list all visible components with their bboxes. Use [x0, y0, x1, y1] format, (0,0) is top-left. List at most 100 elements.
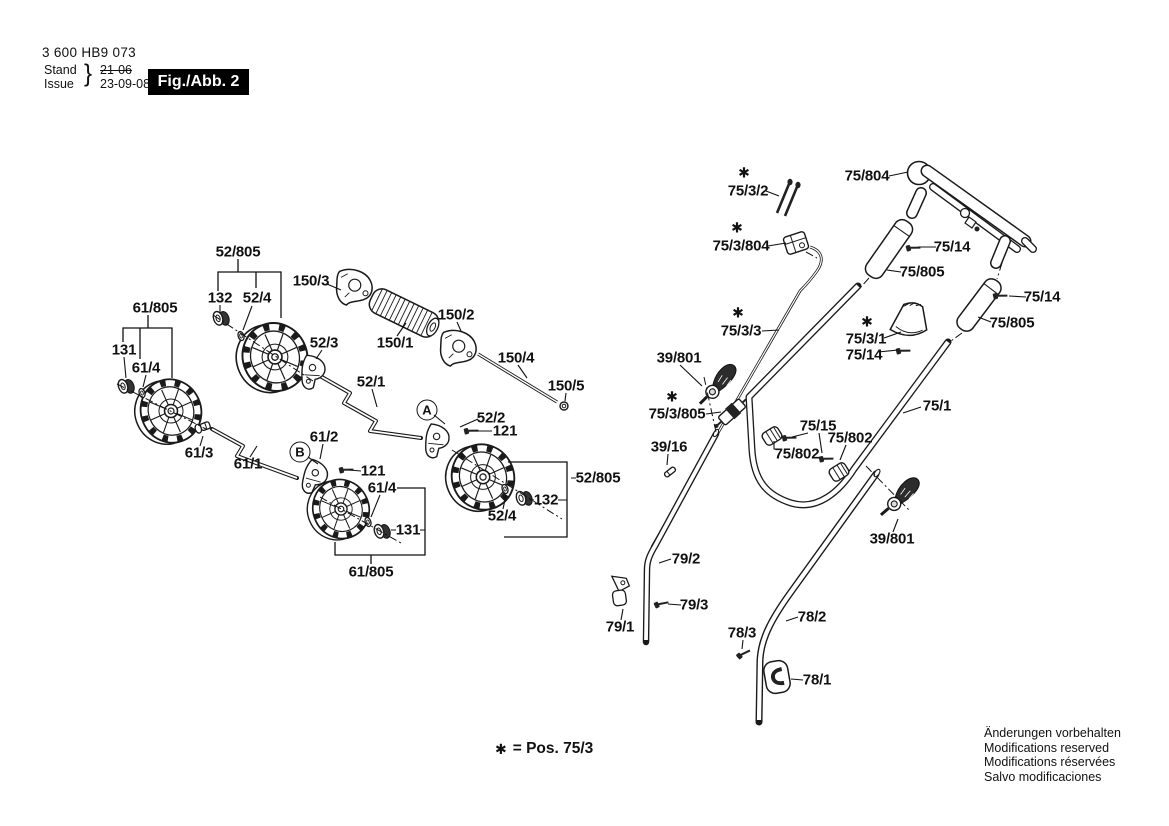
axis-lines	[116, 251, 1003, 544]
part-label-79-3: 79/3	[679, 596, 709, 614]
part-label-150-3: 150/3	[292, 272, 330, 290]
part-label-52-1: 52/1	[356, 373, 386, 391]
axle-end-61-3	[194, 421, 211, 434]
part-label-79-1: 79/1	[605, 618, 635, 636]
part-label-75-14: 75/14	[1023, 288, 1061, 306]
bracket-52-2	[422, 421, 452, 460]
part-label-78-2: 78/2	[797, 608, 827, 626]
housing-150-3	[334, 266, 375, 307]
part-label-61-805: 61/805	[132, 299, 178, 317]
part-label-75-3-2: 75/3/2	[727, 182, 769, 200]
part-label-78-3: 78/3	[727, 624, 757, 642]
wheel-61-left	[125, 369, 212, 455]
handlebar-assembly-75-804	[906, 160, 1037, 269]
part-label-75-1: 75/1	[922, 397, 952, 415]
star-marker: ✱	[666, 388, 678, 405]
part-label-78-1: 78/1	[802, 671, 832, 689]
wing-knob-39-801-a	[693, 362, 742, 406]
part-label-39-801: 39/801	[869, 530, 915, 548]
part-label-150-5: 150/5	[547, 377, 585, 395]
part-label-75-805: 75/805	[899, 263, 945, 281]
part-label-52-4: 52/4	[487, 507, 517, 525]
part-label-75-802: 75/802	[827, 429, 873, 447]
star-glyph: ✱	[495, 740, 507, 757]
wheel-52-top	[225, 312, 318, 404]
hubcap-131-a	[115, 375, 137, 397]
washer-52-4-a	[236, 330, 246, 342]
modification-notes: Änderungen vorbehalten Modifications res…	[984, 726, 1121, 784]
clip-79-1	[610, 575, 631, 607]
part-label-52-3: 52/3	[309, 334, 339, 352]
part-label-52-2: 52/2	[476, 409, 506, 427]
callout-b: B	[289, 441, 311, 463]
issue-value: 23-09-08	[100, 76, 151, 91]
part-label-131: 131	[395, 521, 421, 539]
stand-label: Stand	[44, 63, 77, 77]
star-marker: ✱	[732, 304, 744, 321]
part-label-61-4: 61/4	[131, 359, 161, 377]
part-label-132: 132	[207, 289, 233, 307]
part-label-150-4: 150/4	[497, 349, 535, 367]
part-label-75-805: 75/805	[989, 314, 1035, 332]
housing-150-2	[438, 327, 479, 368]
star-marker: ✱	[738, 164, 750, 181]
star-marker: ✱	[861, 313, 873, 330]
part-label-61-1: 61/1	[233, 455, 263, 473]
part-label-75-14: 75/14	[845, 346, 883, 364]
part-label-75-14: 75/14	[933, 238, 971, 256]
star-footnote: ✱ = Pos. 75/3	[495, 740, 593, 758]
part-label-75-3-804: 75/3/804	[712, 237, 770, 255]
part-label-52-805: 52/805	[215, 243, 261, 261]
issue-label: Issue	[44, 76, 74, 91]
screw-75-15-a	[780, 431, 798, 443]
star-marker: ✱	[731, 219, 743, 236]
note-de: Änderungen vorbehalten	[984, 726, 1121, 740]
grip-75-805-b	[956, 278, 1002, 332]
note-es: Salvo modificaciones	[984, 769, 1102, 784]
part-label-52-805: 52/805	[575, 469, 621, 487]
bolt-75-3-805	[714, 398, 747, 429]
callout-a: A	[416, 399, 438, 421]
revision-labels: Stand Issue	[44, 63, 77, 91]
part-label-75-3-805: 75/3/805	[648, 405, 706, 423]
grip-75-805-a	[864, 218, 914, 280]
revision-brace: }	[84, 59, 93, 88]
part-label-61-805: 61/805	[348, 563, 394, 581]
part-label-131: 131	[111, 341, 137, 359]
part-label-75-802: 75/802	[774, 445, 820, 463]
part-label-61-3: 61/3	[184, 444, 214, 462]
part-label-61-4: 61/4	[367, 479, 397, 497]
hubcap-132-b	[513, 487, 535, 509]
part-label-75-3-3: 75/3/3	[720, 322, 762, 340]
screw-121-a	[462, 424, 480, 436]
screw-75-15-b	[817, 452, 835, 464]
part-label-75-15: 75/15	[799, 417, 837, 435]
wing-knob-39-801-b	[877, 475, 923, 517]
part-label-39-801: 39/801	[656, 349, 702, 367]
figure-badge: Fig./Abb. 2	[148, 69, 249, 95]
clip-78-1	[763, 659, 791, 695]
stand-value: 21-06	[100, 63, 132, 77]
part-label-150-1: 150/1	[376, 334, 414, 352]
part-label-121: 121	[492, 422, 518, 440]
clamp-75-3-804	[782, 231, 810, 255]
part-label-75-3-1: 75/3/1	[845, 330, 887, 348]
part-label-121: 121	[360, 462, 386, 480]
part-label-79-2: 79/2	[671, 550, 701, 568]
cap-75-3-1	[889, 302, 928, 337]
part-label-75-804: 75/804	[844, 167, 890, 185]
part-label-52-4: 52/4	[242, 289, 272, 307]
part-label-61-2: 61/2	[309, 428, 339, 446]
footnote-text: = Pos. 75/3	[512, 740, 594, 757]
part-label-150-2: 150/2	[437, 306, 475, 324]
part-label-39-16: 39/16	[650, 438, 688, 456]
screw-121-b	[337, 463, 355, 475]
part-label-132: 132	[533, 491, 559, 509]
handle-tubes	[642, 245, 952, 726]
clamp-75-802-a	[759, 424, 785, 448]
hubcap-131-b	[371, 520, 393, 542]
screw-78-3	[734, 645, 752, 661]
leader-lines	[123, 171, 1027, 681]
